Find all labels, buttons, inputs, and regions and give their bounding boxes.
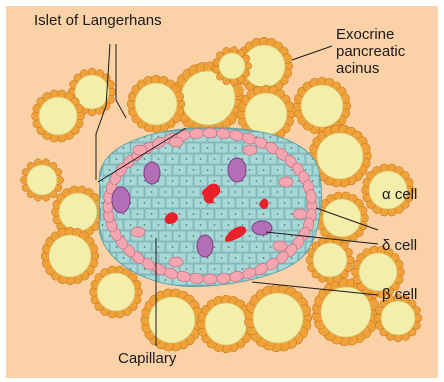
alpha-cell bbox=[293, 209, 307, 219]
alpha-cell bbox=[131, 227, 145, 237]
exocrine-acinus bbox=[32, 90, 85, 142]
exocrine-acinus bbox=[316, 192, 369, 244]
delta-cell bbox=[252, 221, 272, 235]
exocrine-acinus bbox=[245, 284, 312, 351]
label-delta-cell: δ cell bbox=[382, 237, 417, 254]
exocrine-acinus bbox=[141, 289, 204, 351]
label-exocrine-acinus: Exocrine pancreatic acinus bbox=[336, 26, 426, 77]
label-capillary: Capillary bbox=[118, 350, 176, 367]
leader-exocrine bbox=[292, 46, 332, 60]
label-alpha-cell: α cell bbox=[382, 186, 417, 203]
alpha-cell bbox=[243, 145, 257, 155]
delta-cell bbox=[112, 187, 130, 213]
alpha-cell bbox=[203, 274, 217, 284]
label-islet-of-langerhans: Islet of Langerhans bbox=[34, 12, 162, 29]
alpha-cell bbox=[203, 128, 217, 138]
label-beta-cell: β cell bbox=[382, 286, 417, 303]
alpha-cell bbox=[279, 177, 293, 187]
islet-of-langerhans bbox=[96, 128, 333, 296]
exocrine-acinus bbox=[41, 227, 99, 285]
leader-islet-1 bbox=[116, 44, 126, 118]
exocrine-acinus bbox=[90, 266, 143, 318]
delta-cell bbox=[144, 162, 160, 184]
delta-cell bbox=[228, 158, 246, 182]
alpha-cell bbox=[169, 137, 183, 147]
delta-cell bbox=[197, 235, 213, 257]
exocrine-acinus bbox=[20, 159, 63, 201]
alpha-cell bbox=[273, 241, 287, 251]
alpha-cell bbox=[169, 257, 183, 267]
exocrine-acinus bbox=[306, 236, 354, 284]
